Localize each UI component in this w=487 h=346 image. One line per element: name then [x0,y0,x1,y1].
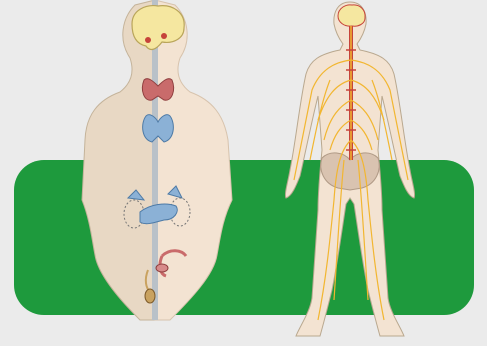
nervous-brain-icon [338,5,365,26]
